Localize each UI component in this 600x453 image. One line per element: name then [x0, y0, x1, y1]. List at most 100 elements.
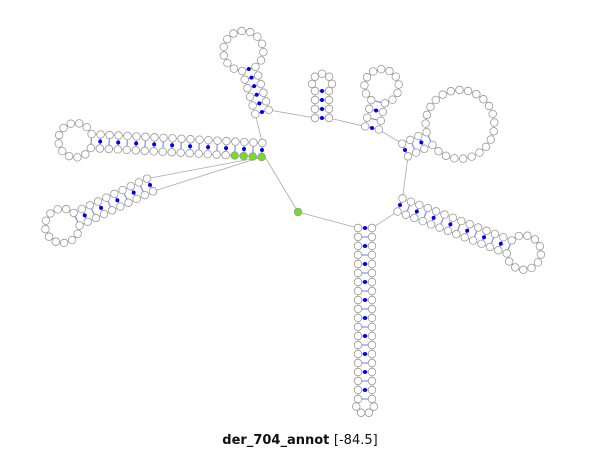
nucleotide-node: [59, 123, 68, 133]
nucleotide-node: [230, 151, 239, 160]
base-pair-dot: [374, 108, 379, 113]
base-pair-dot: [320, 107, 324, 111]
nucleotide-node: [426, 102, 435, 112]
backbone-segment: [264, 156, 299, 213]
nucleotide-node: [256, 79, 266, 89]
nucleotide-node: [324, 95, 334, 105]
nucleotide-node: [536, 250, 546, 259]
nucleotide-node: [86, 143, 96, 153]
base-pair-dot: [320, 98, 324, 102]
base-pair-dot: [363, 262, 367, 266]
base-pair-dot: [82, 213, 87, 218]
nucleotide-node: [353, 367, 363, 377]
base-pair-dot: [116, 140, 121, 145]
nucleotide-node: [367, 394, 377, 404]
nucleotide-node: [317, 69, 327, 78]
nucleotide-node: [353, 313, 363, 323]
backbone-segment: [146, 156, 262, 180]
nucleotide-node: [44, 232, 54, 241]
nucleotide-node: [353, 358, 363, 368]
nucleotide-node: [458, 154, 468, 163]
nucleotide-node: [123, 131, 132, 141]
nucleotide-node: [353, 295, 363, 305]
backbone-segment: [371, 211, 398, 229]
nucleotide-node: [219, 42, 228, 52]
base-pair-dot: [148, 183, 152, 187]
base-pair-dot: [363, 388, 367, 392]
nucleotide-node: [394, 80, 403, 89]
nucleotide-node: [222, 34, 232, 44]
nucleotide-node: [66, 119, 75, 128]
nucleotide-node: [91, 213, 101, 223]
nucleotide-node: [159, 133, 168, 143]
base-pair-dot: [254, 92, 259, 97]
base-pair-dot: [249, 75, 254, 80]
nucleotide-node: [51, 237, 60, 246]
nucleotide-node: [113, 145, 123, 154]
nucleotide-node: [251, 109, 260, 119]
nucleotide-node: [472, 89, 481, 99]
base-pair-dot: [403, 148, 407, 152]
backbone-segment: [268, 109, 316, 119]
base-pair-dot: [465, 228, 470, 233]
nucleotide-node: [353, 268, 363, 278]
base-pair-dot: [320, 89, 324, 93]
nucleotide-node: [240, 137, 249, 147]
nucleotide-node: [64, 151, 74, 161]
nucleotide-node: [264, 105, 273, 115]
nucleotide-node: [367, 367, 377, 377]
nucleotide-node: [257, 39, 267, 48]
nucleotide-node: [132, 132, 141, 141]
nucleotide-node: [368, 67, 378, 76]
nucleotide-node: [446, 87, 456, 96]
nucleotide-node: [222, 136, 231, 146]
nucleotide-node: [367, 232, 377, 242]
nucleotide-node: [401, 210, 411, 219]
nucleotide-node: [257, 152, 266, 162]
base-pair-dot: [131, 190, 136, 195]
backbone-segment: [402, 156, 409, 199]
nucleotide-node: [353, 232, 363, 242]
nucleotide-node: [440, 210, 449, 219]
nucleotide-node: [293, 207, 303, 217]
nucleotide-node: [406, 197, 416, 206]
nucleotide-node: [96, 130, 105, 139]
nucleotide-node: [367, 286, 377, 296]
nucleotide-node: [41, 224, 50, 234]
structure-name: der_704_annot: [222, 433, 330, 448]
nucleotide-node: [327, 79, 337, 89]
nucleotide-node: [431, 95, 440, 105]
base-pair-dot: [188, 144, 193, 149]
nucleotide-node: [229, 64, 239, 73]
nucleotide-node: [168, 134, 177, 143]
nucleotide-node: [310, 72, 320, 81]
nucleotide-node: [229, 29, 238, 38]
base-pair-dot: [206, 145, 211, 150]
base-pair-dot: [370, 126, 374, 130]
nucleotide-node: [324, 113, 334, 123]
nucleotide-node: [237, 66, 247, 76]
nucleotide-node: [364, 408, 374, 417]
base-pair-dot: [431, 215, 436, 220]
nucleotide-node: [353, 259, 363, 269]
nucleotide-node: [460, 233, 469, 242]
nucleotide-node: [367, 95, 376, 105]
base-pair-dot: [320, 116, 324, 120]
nucleotide-node: [485, 242, 495, 252]
nucleotide-node: [140, 190, 150, 200]
nucleotide-node: [213, 136, 222, 145]
nucleotide-node: [353, 277, 363, 287]
nucleotide-node: [352, 402, 361, 411]
nucleotide-node: [107, 206, 117, 215]
base-pair-dot: [398, 203, 402, 207]
base-pair-dot: [260, 110, 264, 114]
base-pair-dot: [257, 101, 262, 106]
base-pair-dot: [419, 140, 424, 145]
nucleotide-node: [134, 178, 144, 187]
nucleotide-node: [435, 223, 444, 232]
nucleotide-node: [514, 231, 524, 241]
nucleotide-node: [423, 203, 432, 213]
nucleotide-node: [95, 144, 105, 153]
nucleotide-node: [194, 149, 203, 158]
